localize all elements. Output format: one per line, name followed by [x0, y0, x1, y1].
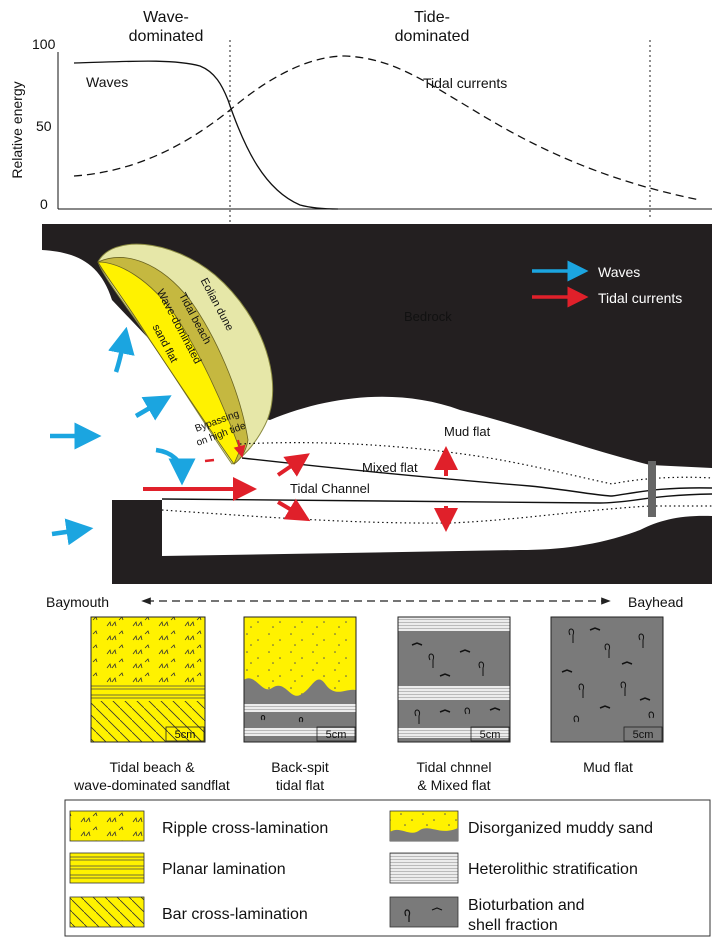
tidal-channel-label: Tidal Channel: [290, 481, 370, 496]
zone-wave-line2: dominated: [129, 28, 204, 45]
legend-ripple-swatch: [69, 810, 145, 842]
section-3-frame: [397, 616, 511, 743]
zone-tide-line1: Tide-: [414, 9, 450, 26]
wave-arrows: [50, 326, 196, 546]
bypass-arrow: [233, 439, 246, 458]
legend-hetero-label: Heterolithic stratification: [468, 861, 638, 878]
bayhead-label: Bayhead: [628, 594, 683, 610]
bayhead-structure: [648, 461, 656, 517]
bay-water: [42, 250, 712, 584]
section-3-shells: [411, 642, 501, 713]
section-1: 5cm Tidal beach & wave-dominated sandfla…: [73, 616, 230, 793]
tick-100: 100: [32, 36, 56, 52]
tidal-arrows: [143, 439, 458, 532]
energy-chart: Wave- dominated Tide- dominated Relative…: [9, 9, 712, 556]
tidal-arrow-down: [276, 498, 311, 522]
section-2-scale-box: [316, 726, 356, 742]
section-3-hetero-3: [398, 728, 510, 738]
upper-dotted-line: [239, 442, 713, 485]
section-1-caption-line1: Tidal beach &: [109, 759, 195, 775]
mud-flat-label: Mud flat: [444, 424, 491, 439]
section-2-hetero-1: [244, 704, 356, 712]
bypass-dash-1: [204, 458, 215, 463]
tidal-energy-curve: [73, 55, 701, 201]
bay-map: Eolian dune Tidal beach Wave-dominated s…: [42, 224, 713, 610]
section-2-caption-line1: Back-spit: [271, 759, 329, 775]
section-4-scale: 5cm: [633, 729, 654, 741]
section-1-caption-line2: wave-dominated sandflat: [73, 777, 230, 793]
bedrock-label: Bedrock: [404, 309, 452, 324]
legend-bio-swatch: [389, 896, 459, 928]
section-2-frame: [243, 616, 357, 743]
section-1-scale: 5cm: [175, 729, 196, 741]
legend-waves-label: Waves: [598, 264, 640, 280]
y-axis-label: Relative energy: [9, 81, 25, 178]
section-3: 5cm Tidal chnnel & Mixed flat: [397, 616, 511, 793]
legend-muddy-label: Disorganized muddy sand: [468, 820, 653, 837]
tidal-arrow-up: [276, 453, 310, 477]
section-4-shells: [561, 627, 651, 709]
section-4-frame: [550, 616, 664, 743]
zone-wave-line1: Wave-: [143, 9, 189, 26]
baymouth-label: Baymouth: [46, 594, 109, 610]
section-3-caption-line1: Tidal chnnel: [417, 759, 492, 775]
legend-planar-swatch: [69, 852, 145, 884]
legend-planar-label: Planar lamination: [162, 861, 286, 878]
section-3-hetero-2: [398, 686, 510, 700]
legend-bio-label-line2: shell fraction: [468, 917, 558, 934]
legend-bio-label-line1: Bioturbation and: [468, 897, 585, 914]
legend-hetero-swatch: [389, 852, 459, 884]
section-4: 5cm Mud flat: [550, 616, 664, 775]
legend: Ripple cross-lamination Planar laminatio…: [64, 799, 711, 937]
legend-bar-swatch: [69, 896, 145, 928]
section-3-scale: 5cm: [480, 729, 501, 741]
zone-tide-line2: dominated: [395, 28, 470, 45]
section-4-mud: [551, 617, 663, 742]
section-2: 5cm Back-spit tidal flat: [243, 616, 357, 793]
section-1-bar: [91, 701, 205, 742]
section-4-burrows: [568, 628, 655, 723]
waves-curve-label: Waves: [86, 74, 128, 90]
wave-arrow-2: [51, 518, 94, 546]
wave-arrow-3: [108, 326, 135, 373]
wave-arrow-4: [134, 395, 172, 421]
section-1-ripple: [91, 617, 205, 685]
section-3-scale-box: [470, 726, 510, 742]
section-2-scale: 5cm: [326, 729, 347, 741]
legend-bio-burrow-icon: [404, 907, 443, 922]
legend-frame: [64, 799, 711, 937]
legend-tidal-label: Tidal currents: [598, 290, 682, 306]
tick-50: 50: [36, 118, 52, 134]
section-3-hetero-1: [398, 617, 510, 631]
legend-ripple-label: Ripple cross-lamination: [162, 820, 328, 837]
wave-arrow-5: [155, 447, 196, 486]
section-3-caption-line2: & Mixed flat: [417, 777, 490, 793]
section-2-caption-line2: tidal flat: [276, 777, 324, 793]
section-1-scale-box: [165, 726, 205, 742]
mixed-flat-line: [241, 457, 713, 497]
section-2-hetero-2: [244, 728, 356, 736]
section-4-scale-box: [623, 726, 663, 742]
channel-line: [161, 493, 713, 504]
section-4-caption: Mud flat: [583, 759, 633, 775]
tick-0: 0: [40, 196, 48, 212]
section-1-frame: [90, 616, 206, 743]
section-3-burrows: [414, 653, 485, 724]
section-2-burrows: [260, 715, 304, 723]
section-3-mud: [398, 617, 510, 742]
waves-energy-curve: [73, 60, 339, 210]
legend-bar-label: Bar cross-lamination: [162, 906, 308, 923]
sedimentary-sections: 5cm Tidal beach & wave-dominated sandfla…: [73, 616, 664, 793]
section-1-planar: [91, 685, 205, 701]
mixed-flat-label: Mixed flat: [362, 460, 418, 475]
tidal-curve-label: Tidal currents: [423, 75, 507, 91]
legend-muddy-swatch-mud: [390, 828, 458, 841]
